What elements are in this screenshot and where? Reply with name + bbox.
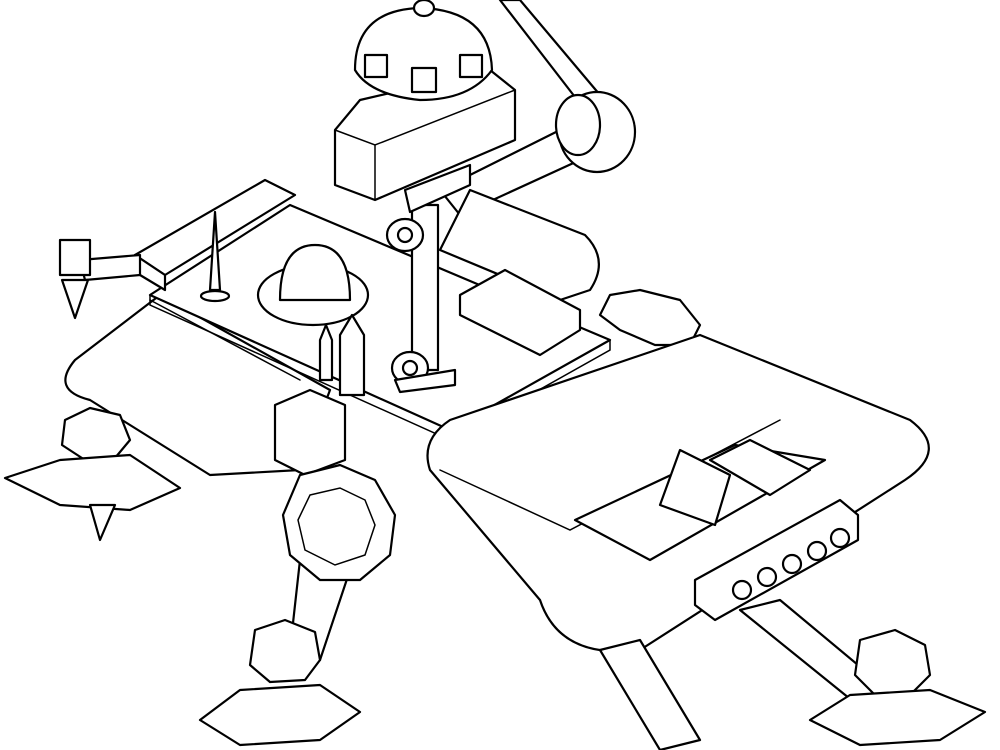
foot-bottom-right <box>808 688 987 747</box>
camera-dome <box>353 0 494 102</box>
legs <box>288 558 902 750</box>
wheel-left <box>60 406 132 462</box>
wheel-bottom-right <box>853 628 932 697</box>
camera-head <box>333 68 517 214</box>
left-pontoon <box>64 293 332 477</box>
antenna <box>199 210 231 303</box>
rear-pontoon <box>438 188 600 302</box>
foot-bottom-left <box>198 683 362 747</box>
side-block <box>273 388 347 477</box>
canisters <box>318 313 366 397</box>
hatch <box>573 438 827 562</box>
sensor-bar <box>693 498 860 622</box>
wheel-bottom-left <box>248 618 322 684</box>
foot-left <box>3 453 182 542</box>
deck-box <box>458 268 582 357</box>
wheel-front-left <box>281 463 397 582</box>
sensor-dome <box>256 243 370 327</box>
rear-right-wheel <box>598 288 702 347</box>
